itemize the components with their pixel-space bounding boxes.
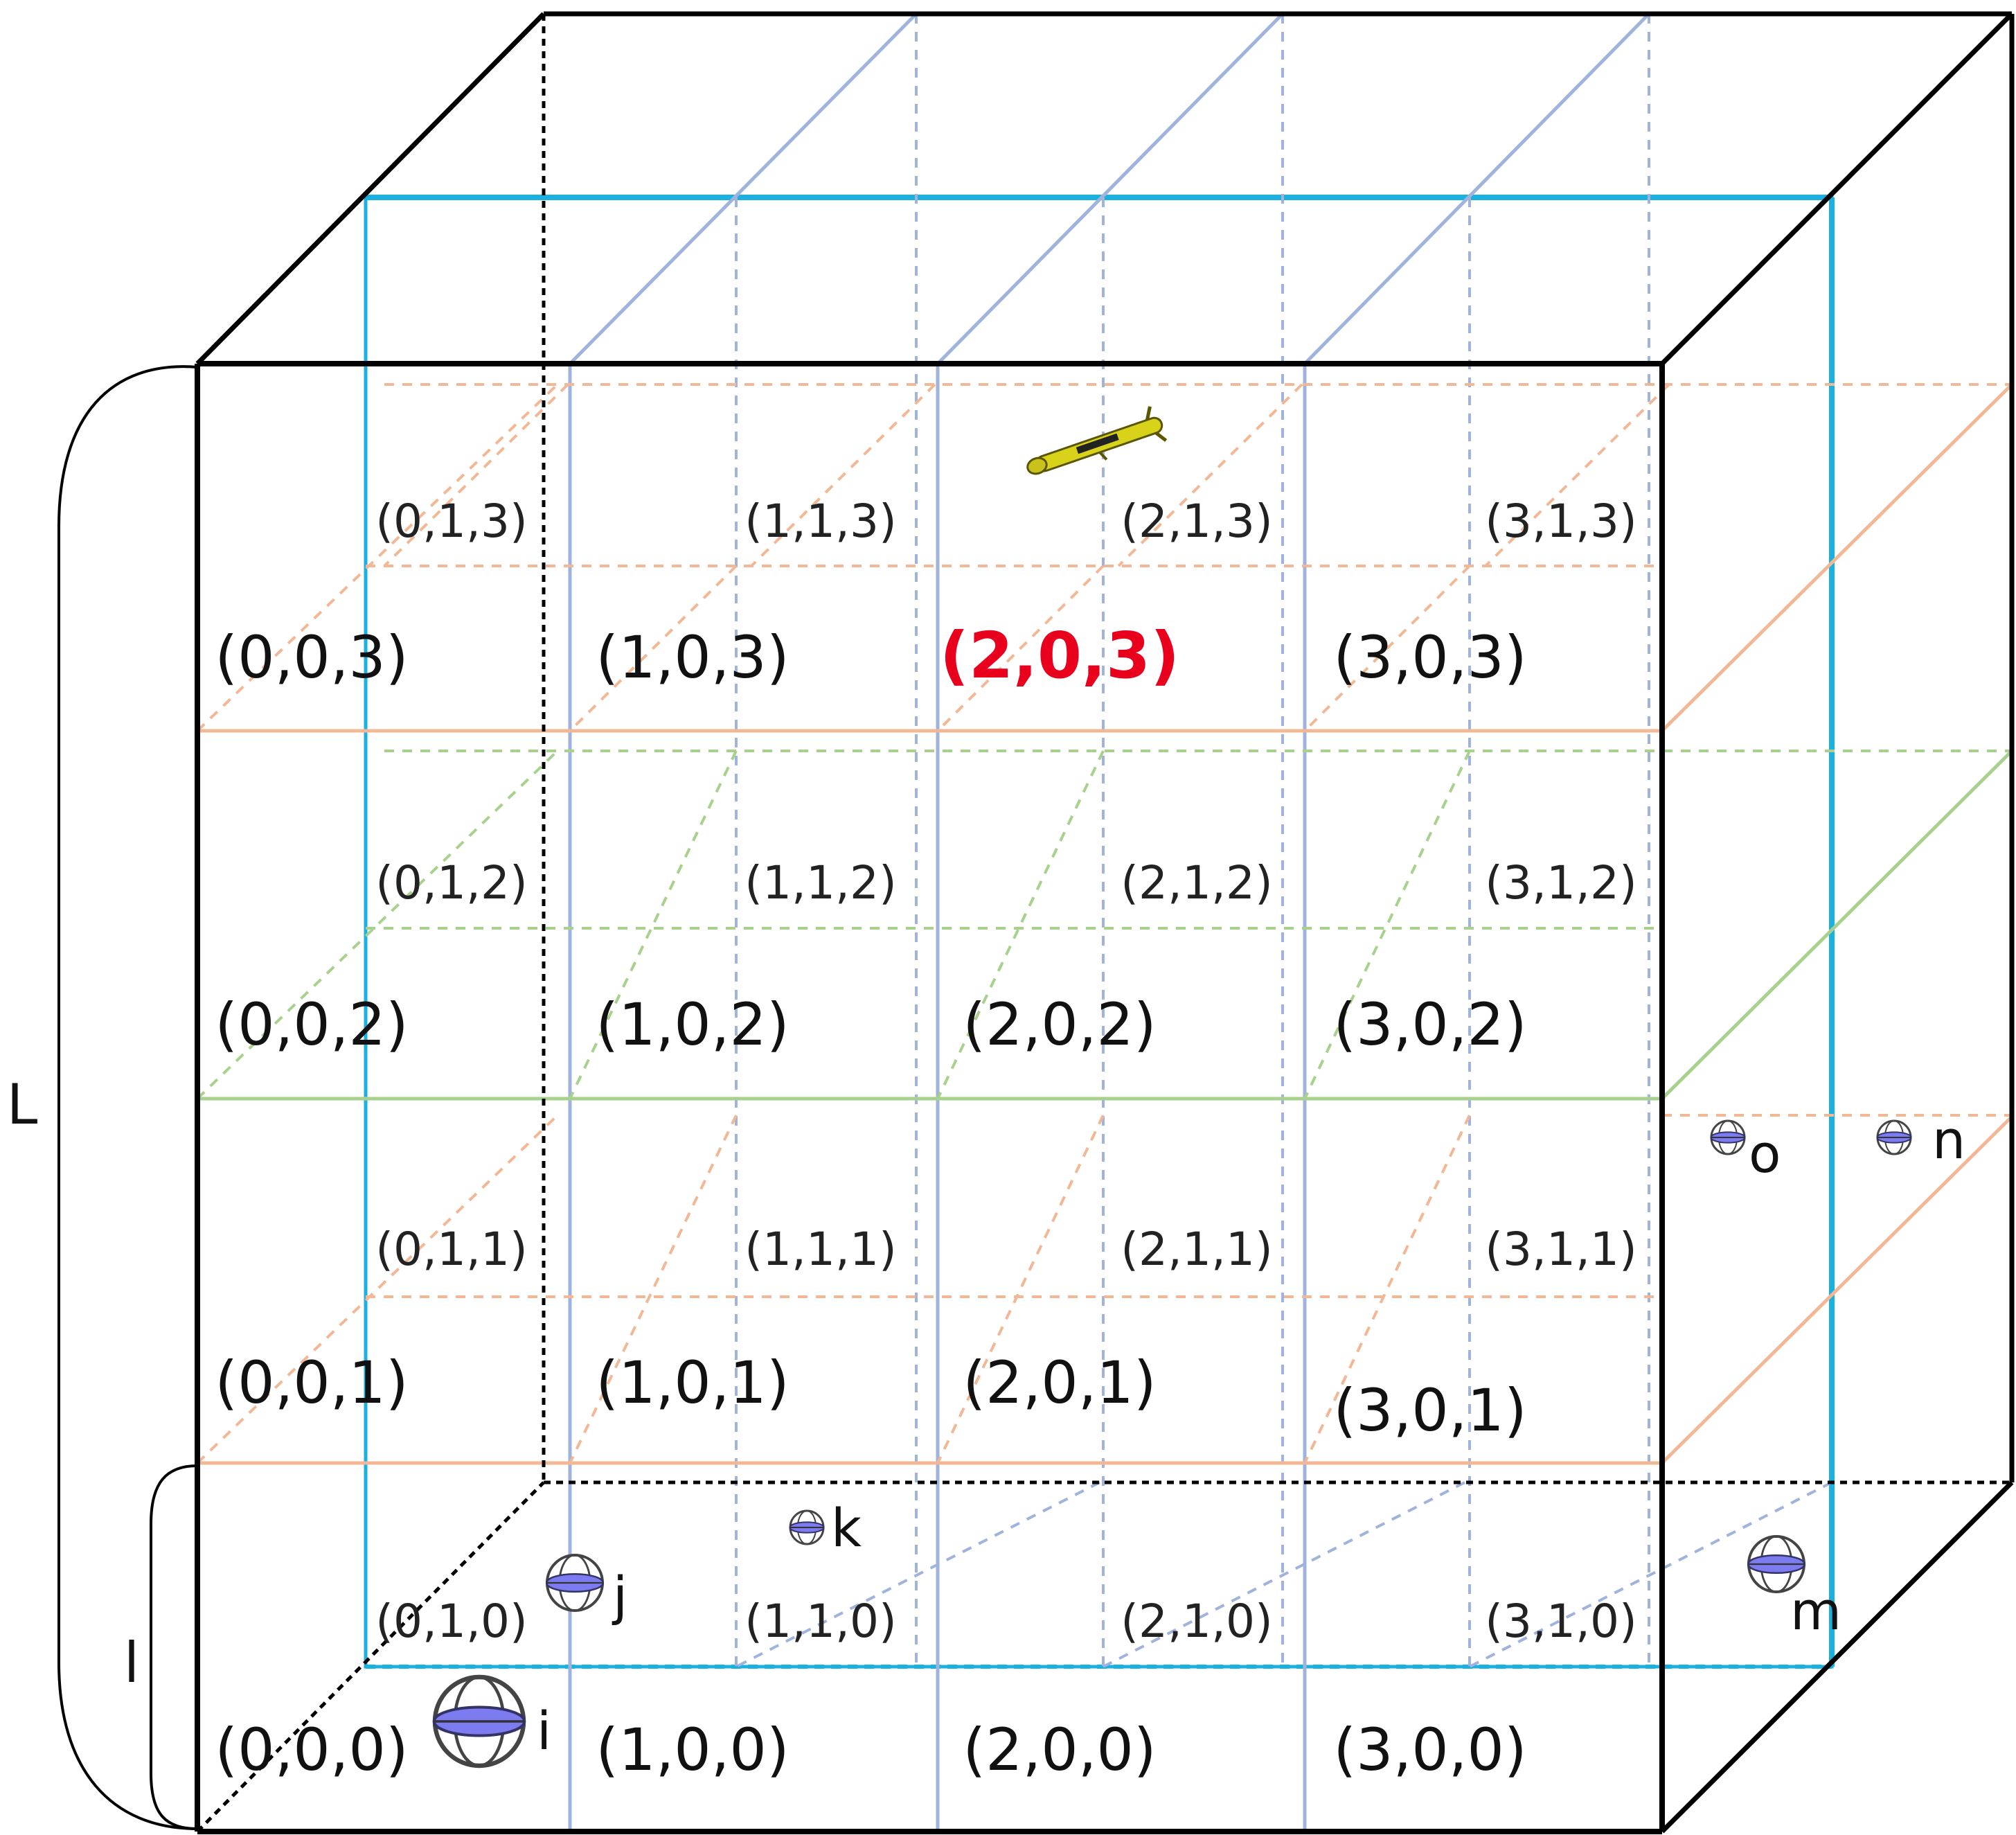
- dimension-label-L: L: [7, 1072, 38, 1137]
- cell-label-front: (0,0,1): [215, 1349, 408, 1417]
- cell-label-front: (0,0,0): [215, 1716, 408, 1784]
- cell-label-front: (1,0,1): [596, 1349, 789, 1417]
- grid-line: [196, 1114, 559, 1464]
- cube-edge: [1660, 1480, 2014, 1834]
- cell-label-back: (3,1,2): [1485, 856, 1636, 910]
- grid-lines: [196, 12, 2013, 1832]
- dimension-brackets: [57, 365, 198, 1830]
- cell-label-front: (0,0,2): [215, 991, 408, 1058]
- grid-line: [383, 383, 569, 567]
- auv-vehicle-icon: [1026, 406, 1168, 475]
- dimension-bracket-l: [150, 1464, 198, 1830]
- grid-line: [1661, 750, 2013, 1100]
- dimension-bracket-L: [57, 365, 198, 1830]
- cell-label-back: (0,1,3): [375, 495, 527, 548]
- cell-label-back: (3,1,1): [1485, 1223, 1636, 1276]
- grid-line: [1661, 383, 2013, 732]
- grid-line: [936, 12, 1284, 365]
- node-label-n: n: [1932, 1109, 1965, 1171]
- cell-label-back: (2,1,0): [1121, 1595, 1272, 1648]
- sensor-node-icon: [789, 1509, 825, 1545]
- node-label-j: j: [612, 1565, 627, 1626]
- cell-label-back: (0,1,1): [375, 1223, 527, 1276]
- grid-line: [1661, 1115, 2013, 1464]
- cell-label-back: (3,1,3): [1485, 495, 1636, 548]
- grid-line: [1303, 565, 1471, 732]
- cell-label-front: (3,0,2): [1333, 991, 1526, 1058]
- cell-labels: (0,1,0) (1,1,0) (2,1,0) (3,1,0) (0,1,1) (1,1,…: [215, 495, 1636, 1784]
- grid-line: [1117, 383, 1303, 567]
- cell-label-front: (0,0,3): [215, 623, 408, 691]
- grid-line: [936, 565, 1105, 732]
- grid-line: [1303, 12, 1650, 365]
- sensor-node-icon: [1747, 1535, 1806, 1593]
- node-label-i: i: [537, 1700, 551, 1762]
- grid-line: [735, 1481, 1100, 1668]
- cell-label-back: (1,1,1): [744, 1223, 896, 1276]
- grid-line: [750, 383, 936, 567]
- cell-label-highlighted: (2,0,3): [940, 619, 1179, 693]
- cell-label-back: (3,1,0): [1485, 1595, 1636, 1648]
- sensor-node-icon: [432, 1674, 526, 1768]
- cell-label-front: (2,0,1): [963, 1349, 1156, 1417]
- dimension-label-l: l: [124, 1631, 139, 1695]
- cell-label-back: (2,1,1): [1121, 1223, 1272, 1276]
- cell-label-front: (3,0,3): [1333, 623, 1526, 691]
- cell-label-front: (1,0,2): [596, 991, 789, 1058]
- node-label-o: o: [1749, 1123, 1781, 1185]
- sensor-node-icon: [1710, 1119, 1746, 1155]
- cell-label-back: (0,1,0): [375, 1595, 527, 1648]
- node-label-m: m: [1790, 1580, 1841, 1642]
- cell-label-back: (1,1,2): [744, 856, 896, 910]
- grid-line: [1469, 1481, 1832, 1668]
- grid-line: [569, 565, 738, 732]
- grid-line: [1103, 1481, 1465, 1668]
- cell-label-front: (3,0,1): [1333, 1376, 1526, 1444]
- cube-edges: [195, 11, 2015, 1834]
- grid-line: [1484, 383, 1670, 567]
- cube-edge: [1660, 12, 2014, 366]
- cell-label-front: (3,0,0): [1333, 1716, 1526, 1784]
- cell-label-front: (1,0,3): [596, 623, 789, 691]
- node-label-k: k: [831, 1497, 862, 1559]
- sensor-node-icon: [545, 1554, 605, 1612]
- cell-label-front: (1,0,0): [596, 1716, 789, 1784]
- sensor-node-icon: [1876, 1119, 1912, 1155]
- grid-line: [196, 750, 559, 1100]
- cell-label-front: (2,0,2): [963, 991, 1156, 1058]
- cube-edge: [195, 12, 546, 366]
- cell-label-back: (2,1,3): [1121, 495, 1272, 548]
- sensor-nodes: i j k m n o: [432, 1109, 1965, 1768]
- cell-label-front: (2,0,0): [963, 1716, 1156, 1784]
- back-face-outline: [364, 195, 1834, 1669]
- cell-label-back: (1,1,0): [744, 1595, 896, 1648]
- cell-label-back: (2,1,2): [1121, 856, 1272, 910]
- cell-label-back: (1,1,3): [744, 495, 896, 548]
- grid-line: [196, 383, 559, 732]
- grid-line: [569, 12, 918, 365]
- cell-label-back: (0,1,2): [375, 856, 527, 910]
